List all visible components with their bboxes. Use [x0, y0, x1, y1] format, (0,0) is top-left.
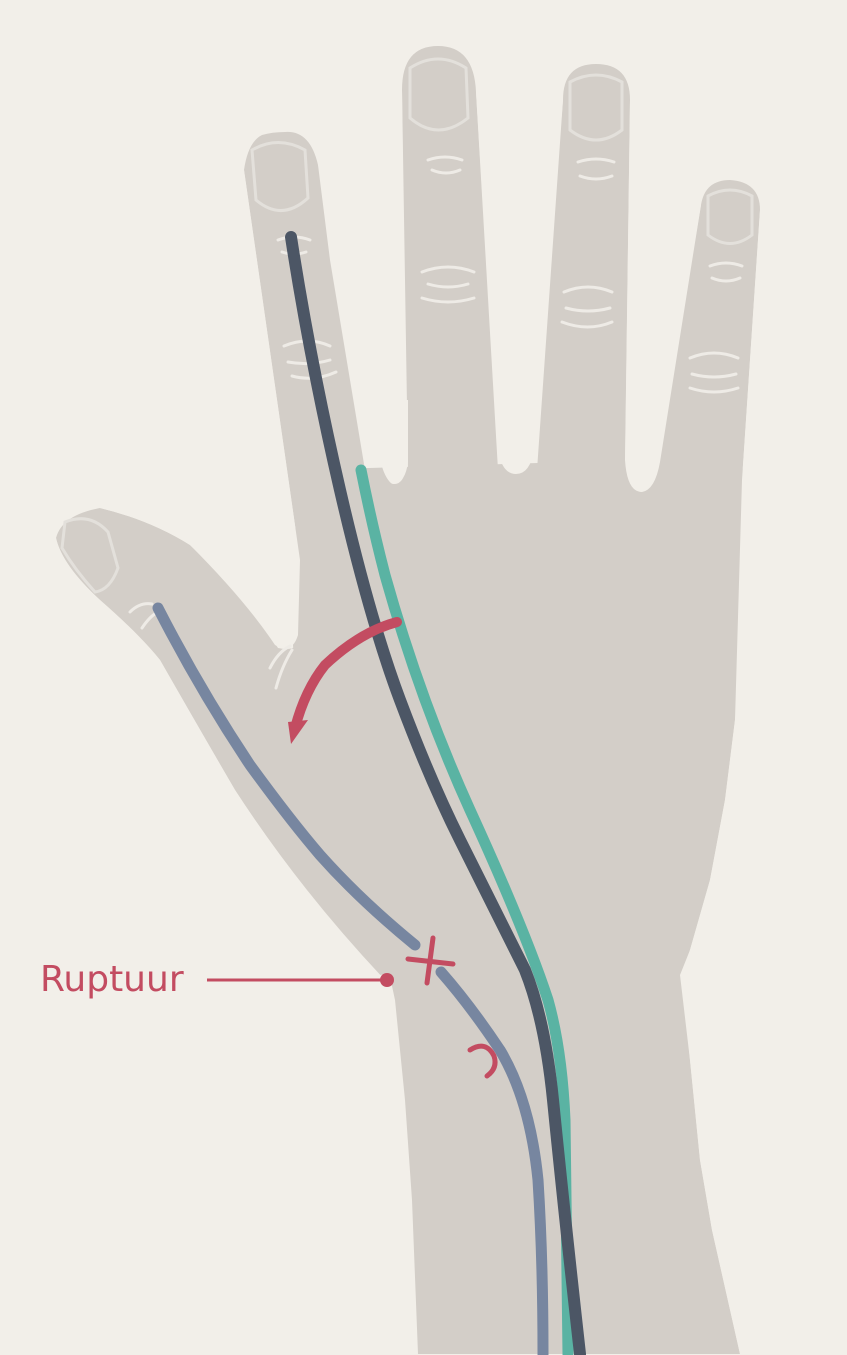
- rupture-label: Ruptuur: [40, 959, 184, 1000]
- rupture-leader-dot: [380, 973, 394, 987]
